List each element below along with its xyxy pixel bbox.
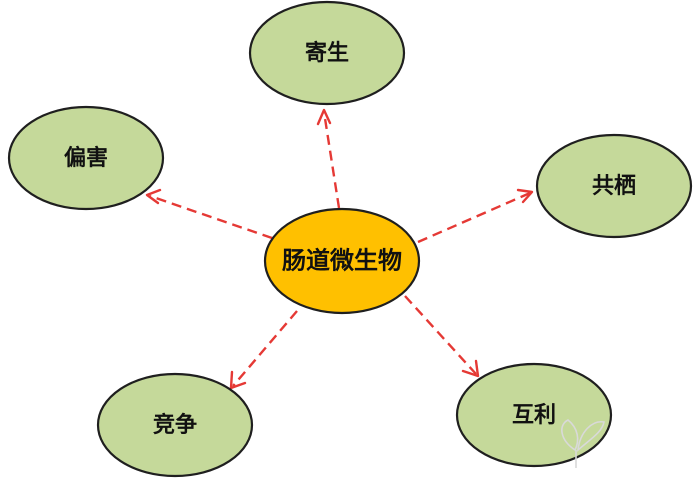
node-commensalism-label: 共栖: [592, 173, 636, 199]
node-commensalism: 共栖: [535, 133, 693, 239]
arrow-to-commensalism: [417, 188, 534, 244]
edges: [145, 108, 534, 390]
node-parasitism-shape: [248, 0, 406, 106]
node-amensalism-label: 偏害: [64, 145, 108, 171]
node-amensalism-shape: [7, 105, 165, 211]
node-center-label: 肠道微生物: [282, 246, 402, 275]
node-competition-label: 竞争: [153, 412, 197, 438]
arrow-to-competition: [229, 310, 298, 390]
node-mutualism-label: 互利: [512, 402, 556, 428]
node-parasitism-label: 寄生: [305, 40, 349, 66]
node-center: 肠道微生物: [263, 207, 421, 315]
arrow-to-mutualism: [404, 295, 480, 378]
node-mutualism-shape: [455, 362, 613, 468]
leaf-watermark-icon: [561, 419, 605, 468]
node-center-shape: [263, 207, 421, 315]
arrow-to-parasitism: [316, 108, 341, 209]
node-commensalism-shape: [535, 133, 693, 239]
node-parasitism: 寄生: [248, 0, 406, 106]
node-amensalism: 偏害: [7, 105, 165, 211]
node-competition: 竞争: [96, 372, 254, 478]
arrow-to-amensalism: [145, 188, 273, 240]
node-mutualism: 互利: [455, 362, 613, 468]
node-competition-shape: [96, 372, 254, 478]
